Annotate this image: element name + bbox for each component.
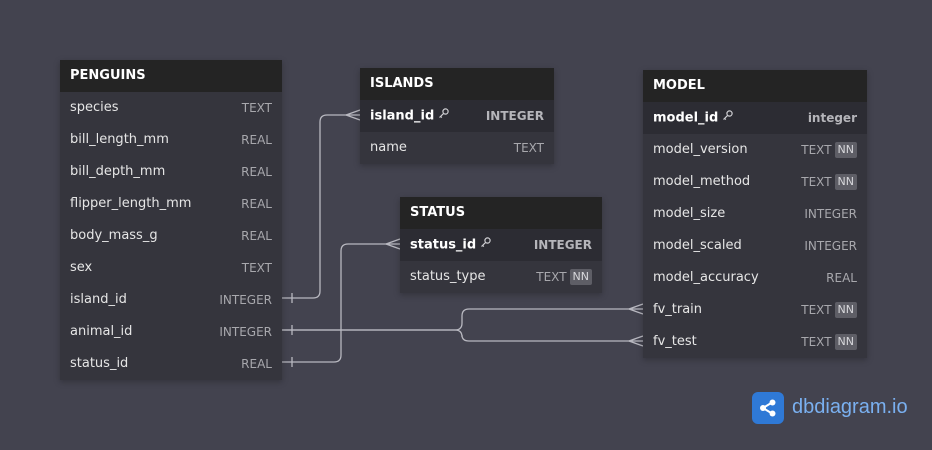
field-name: species: [70, 100, 119, 115]
field-row-model-size[interactable]: model_size INTEGER: [643, 198, 867, 230]
field-name: island_id: [370, 108, 435, 124]
field-type: TEXT: [536, 270, 567, 284]
field-type: TEXT: [241, 101, 272, 115]
field-name: model_accuracy: [653, 270, 759, 285]
field-name: bill_depth_mm: [70, 164, 166, 179]
not-null-badge: NN: [834, 142, 857, 158]
field-name: status_type: [410, 269, 486, 284]
crowfoot-fv-test: [628, 335, 644, 347]
field-name: bill_length_mm: [70, 132, 169, 147]
field-name: sex: [70, 260, 93, 275]
field-row-sex[interactable]: sex TEXT: [60, 252, 282, 284]
field-type: INTEGER: [485, 109, 544, 123]
crowfoot-island: [345, 109, 361, 121]
not-null-badge: NN: [834, 302, 857, 318]
field-type: INTEGER: [219, 293, 272, 307]
table-header-islands[interactable]: ISLANDS: [360, 68, 554, 100]
field-type: INTEGER: [804, 207, 857, 221]
not-null-badge: NN: [834, 334, 857, 350]
crowfoot-status: [385, 238, 401, 250]
field-type: INTEGER: [533, 238, 592, 252]
field-name: model_size: [653, 206, 726, 221]
field-type: REAL: [241, 165, 272, 179]
field-type: TEXT: [513, 141, 544, 155]
table-islands[interactable]: ISLANDS island_id INTEGER name TEXT: [360, 68, 554, 164]
field-name: island_id: [70, 292, 127, 307]
field-name: body_mass_g: [70, 228, 158, 243]
field-name: fv_test: [653, 334, 697, 349]
brand-text: dbdiagram.io: [792, 396, 908, 418]
field-row-island-id[interactable]: island_id INTEGER: [60, 284, 282, 316]
field-type: REAL: [241, 197, 272, 211]
field-type: TEXT: [801, 175, 832, 189]
field-row-status-id[interactable]: status_id INTEGER: [400, 229, 602, 261]
key-icon: [438, 100, 450, 132]
share-icon: [752, 391, 784, 424]
field-row-body-mass[interactable]: body_mass_g REAL: [60, 220, 282, 252]
field-type: INTEGER: [219, 325, 272, 339]
field-type: TEXT: [241, 261, 272, 275]
field-type: INTEGER: [804, 239, 857, 253]
field-name: flipper_length_mm: [70, 196, 192, 211]
table-status[interactable]: STATUS status_id INTEGER status_type TEXT…: [400, 197, 602, 293]
field-row-model-id[interactable]: model_id integer: [643, 102, 867, 134]
dbdiagram-brand[interactable]: dbdiagram.io: [752, 391, 908, 424]
field-type: TEXT: [801, 303, 832, 317]
field-row-flipper-length[interactable]: flipper_length_mm REAL: [60, 188, 282, 220]
field-name: animal_id: [70, 324, 133, 339]
field-name: name: [370, 140, 407, 155]
field-name: status_id: [410, 237, 477, 253]
field-type: TEXT: [801, 143, 832, 157]
key-icon: [480, 229, 492, 261]
field-row-bill-length[interactable]: bill_length_mm REAL: [60, 124, 282, 156]
field-type: REAL: [241, 357, 272, 371]
field-type: REAL: [241, 133, 272, 147]
field-name: status_id: [70, 356, 129, 371]
field-row-animal-id[interactable]: animal_id INTEGER: [60, 316, 282, 348]
table-header-model[interactable]: MODEL: [643, 70, 867, 102]
relation-island: [282, 114, 360, 299]
field-row-species[interactable]: species TEXT: [60, 92, 282, 124]
field-type: REAL: [241, 229, 272, 243]
field-type: integer: [807, 111, 857, 125]
field-name: model_scaled: [653, 238, 742, 253]
key-icon: [722, 102, 734, 134]
relation-animal-test: [282, 329, 643, 342]
field-name: model_version: [653, 142, 748, 157]
crowfoot-fv-train: [628, 303, 644, 315]
relation-animal-train: [282, 308, 643, 331]
field-row-status-id[interactable]: status_id REAL: [60, 348, 282, 380]
field-row-model-accuracy[interactable]: model_accuracy REAL: [643, 262, 867, 294]
field-name: model_method: [653, 174, 751, 189]
not-null-badge: NN: [834, 174, 857, 190]
field-row-name[interactable]: name TEXT: [360, 132, 554, 164]
field-type: TEXT: [801, 335, 832, 349]
field-name: fv_train: [653, 302, 703, 317]
field-type: REAL: [826, 271, 857, 285]
not-null-badge: NN: [569, 269, 592, 285]
table-header-penguins[interactable]: PENGUINS: [60, 60, 282, 92]
field-name: model_id: [653, 110, 719, 126]
relation-status: [282, 243, 400, 363]
table-header-status[interactable]: STATUS: [400, 197, 602, 229]
field-row-island-id[interactable]: island_id INTEGER: [360, 100, 554, 132]
field-row-model-scaled[interactable]: model_scaled INTEGER: [643, 230, 867, 262]
field-row-bill-depth[interactable]: bill_depth_mm REAL: [60, 156, 282, 188]
